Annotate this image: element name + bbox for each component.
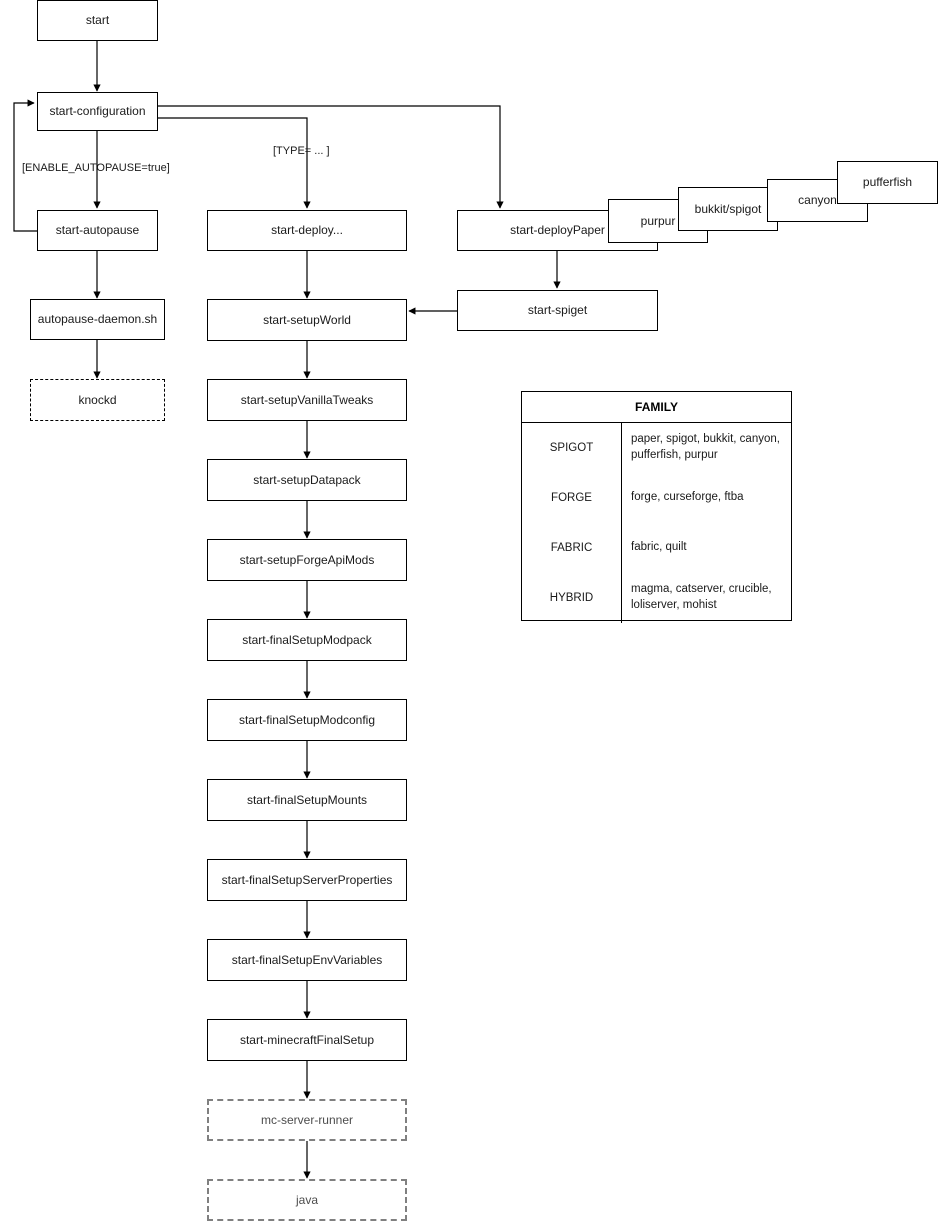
node-start-spiget[interactable]: start-spiget <box>457 290 658 331</box>
node-mc-server-runner[interactable]: mc-server-runner <box>207 1099 407 1141</box>
node-mc-server-runner-label: mc-server-runner <box>260 1112 353 1127</box>
edge-label-enable-autopause: [ENABLE_AUTOPAUSE=true] <box>22 162 170 174</box>
node-autopause-daemon-sh[interactable]: autopause-daemon.sh <box>30 299 165 340</box>
family-row-value: forge, curseforge, ftba <box>631 490 744 503</box>
node-start-final-setup-modpack-label: start-finalSetupModpack <box>242 632 372 647</box>
node-start-final-setup-modpack[interactable]: start-finalSetupModpack <box>207 619 407 661</box>
node-start-setup-datapack-label: start-setupDatapack <box>253 472 361 487</box>
node-start-setup-vanilla-tweaks-label: start-setupVanillaTweaks <box>240 392 374 407</box>
node-start[interactable]: start <box>37 0 158 41</box>
family-table-row: FORGE forge, curseforge, ftba <box>522 472 791 523</box>
node-start-setup-world-label: start-setupWorld <box>263 312 351 327</box>
node-bukkit-spigot[interactable]: bukkit/spigot <box>678 187 778 231</box>
node-start-minecraft-final-setup[interactable]: start-minecraftFinalSetup <box>207 1019 407 1061</box>
family-table-row: FABRIC fabric, quilt <box>522 522 791 573</box>
node-start-final-setup-server-properties-label: start-finalSetupServerProperties <box>221 872 393 887</box>
family-row-key: HYBRID <box>522 572 622 623</box>
node-start-configuration[interactable]: start-configuration <box>37 92 158 131</box>
family-table-row: HYBRID magma, catserver, crucible, lolis… <box>522 572 791 623</box>
node-java[interactable]: java <box>207 1179 407 1221</box>
node-start-autopause[interactable]: start-autopause <box>37 210 158 251</box>
node-start-final-setup-env-variables[interactable]: start-finalSetupEnvVariables <box>207 939 407 981</box>
node-autopause-daemon-sh-label: autopause-daemon.sh <box>37 312 158 326</box>
family-row-value: magma, catserver, crucible, loliserver, … <box>631 582 772 611</box>
family-table-header: FAMILY <box>522 392 791 423</box>
node-start-label: start <box>85 13 110 27</box>
node-start-deploy-label: start-deploy... <box>271 223 343 237</box>
node-start-spiget-label: start-spiget <box>527 303 588 317</box>
family-table: FAMILY SPIGOT paper, spigot, bukkit, can… <box>521 391 792 623</box>
node-start-setup-forge-api-mods-label: start-setupForgeApiMods <box>239 552 375 567</box>
node-start-configuration-label: start-configuration <box>49 104 146 118</box>
node-start-setup-vanilla-tweaks[interactable]: start-setupVanillaTweaks <box>207 379 407 421</box>
node-start-autopause-label: start-autopause <box>55 223 140 237</box>
family-row-key: SPIGOT <box>522 422 622 473</box>
family-row-key: FORGE <box>522 472 622 523</box>
node-start-final-setup-env-variables-label: start-finalSetupEnvVariables <box>231 952 383 967</box>
family-row-key: FABRIC <box>522 522 622 573</box>
node-purpur-label: purpur <box>640 213 676 228</box>
node-start-minecraft-final-setup-label: start-minecraftFinalSetup <box>239 1032 375 1047</box>
node-pufferfish-label: pufferfish <box>862 175 913 189</box>
family-row-value: paper, spigot, bukkit, canyon, pufferfis… <box>631 433 780 461</box>
node-java-label: java <box>295 1192 318 1207</box>
edge-label-type: [TYPE= ... ] <box>273 145 330 157</box>
node-knockd[interactable]: knockd <box>30 379 165 421</box>
node-canyon-label: canyon <box>798 193 837 207</box>
family-table-row: SPIGOT paper, spigot, bukkit, canyon, pu… <box>522 422 791 473</box>
node-start-final-setup-mounts-label: start-finalSetupMounts <box>246 792 368 807</box>
node-start-deploy-paper-label: start-deployPaper <box>510 223 605 237</box>
node-start-setup-world[interactable]: start-setupWorld <box>207 299 407 341</box>
node-start-final-setup-modconfig[interactable]: start-finalSetupModconfig <box>207 699 407 741</box>
node-start-deploy[interactable]: start-deploy... <box>207 210 407 251</box>
node-pufferfish[interactable]: pufferfish <box>837 161 938 204</box>
node-knockd-label: knockd <box>78 392 117 407</box>
node-start-final-setup-mounts[interactable]: start-finalSetupMounts <box>207 779 407 821</box>
family-row-value: fabric, quilt <box>631 540 687 553</box>
node-start-setup-datapack[interactable]: start-setupDatapack <box>207 459 407 501</box>
node-bukkit-spigot-label: bukkit/spigot <box>694 201 762 216</box>
node-start-setup-forge-api-mods[interactable]: start-setupForgeApiMods <box>207 539 407 581</box>
node-start-final-setup-modconfig-label: start-finalSetupModconfig <box>238 712 376 727</box>
node-start-final-setup-server-properties[interactable]: start-finalSetupServerProperties <box>207 859 407 901</box>
